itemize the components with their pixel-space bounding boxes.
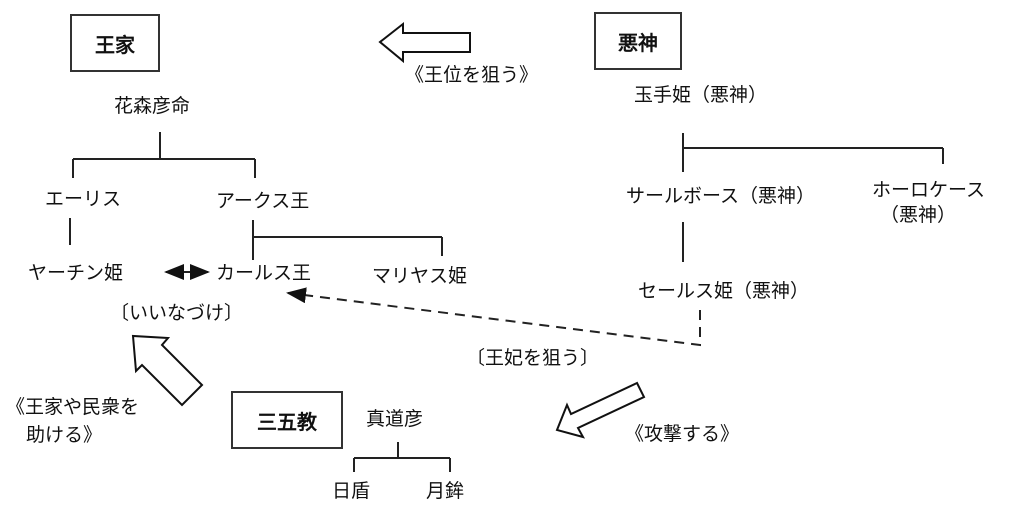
help-label-line1: 《王家や民衆を — [6, 396, 140, 418]
person-horokes-tag: （悪神） — [880, 204, 957, 226]
person-tsukihoko: 月鉾 — [426, 480, 465, 502]
help-label: 《王家や民衆を 助ける》 — [6, 398, 139, 445]
group-sangokyo: 三五教 — [231, 391, 343, 449]
person-eris: エーリス — [45, 188, 122, 210]
target-throne-label: 《王位を狙う》 — [405, 64, 539, 86]
person-sarbos: サールボース（悪神） — [626, 185, 816, 207]
group-sangokyo-label: 三五教 — [257, 409, 317, 434]
help-block-arrow — [131, 334, 204, 407]
group-royal: 王家 — [70, 14, 160, 72]
target-queen-arrow — [286, 287, 701, 347]
person-tamate: 玉手姫（悪神） — [634, 84, 768, 106]
person-horokes: ホーロケース （悪神） — [872, 181, 985, 225]
group-royal-label: 王家 — [95, 32, 135, 57]
person-karls: カールス王 — [216, 262, 312, 284]
throne-block-arrow — [378, 21, 471, 64]
person-horokes-name: ホーロケース — [872, 179, 986, 201]
person-sers: セールス姫（悪神） — [638, 280, 810, 302]
target-queen-label: 〔王妃を狙う〕 — [466, 347, 600, 369]
person-yachin: ヤーチン姫 — [28, 262, 124, 284]
group-evil-gods-label: 悪神 — [618, 30, 658, 55]
person-arcus: アークス王 — [216, 190, 310, 212]
engagement-label: 〔いいなづけ〕 — [110, 302, 244, 324]
person-shindohiko: 真道彦 — [366, 408, 424, 430]
attack-label: 《攻撃する》 — [625, 423, 740, 445]
person-mariyas: マリヤス姫 — [372, 265, 468, 287]
help-label-line2: 助ける》 — [26, 424, 103, 446]
group-evil-gods: 悪神 — [594, 12, 682, 70]
person-founder: 花森彦命 — [114, 95, 191, 117]
person-hitate: 日盾 — [332, 480, 371, 502]
attack-block-arrow — [555, 381, 646, 439]
